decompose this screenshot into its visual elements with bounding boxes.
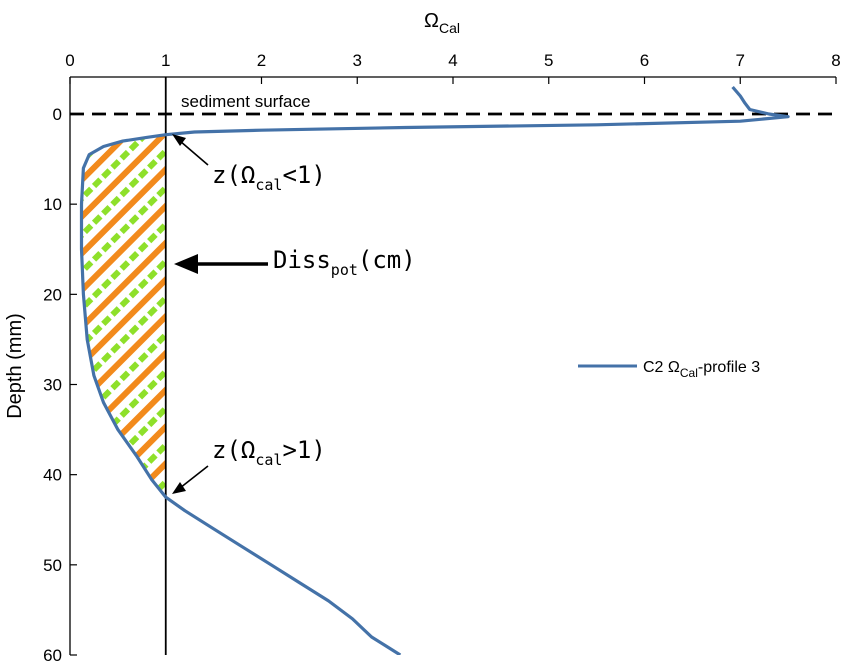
annotation-bottom-arrow	[179, 465, 209, 489]
x-tick-label: 3	[353, 51, 362, 70]
annotation-bottom-label: z(Ωcal>1)	[212, 436, 326, 469]
annotation-bottom: z(Ωcal>1)	[172, 436, 326, 494]
annotation-top-arrow	[179, 140, 209, 166]
x-tick-label: 2	[257, 51, 266, 70]
annotation-top: z(Ωcal<1)	[172, 134, 326, 194]
y-tick-label: 10	[43, 195, 62, 214]
y-axis-title: Depth (mm)	[4, 313, 26, 419]
x-tick-label: 4	[448, 51, 457, 70]
legend: C2 ΩCal-profile 3	[578, 359, 760, 380]
annotation-diss-label: Disspot(cm)	[273, 246, 416, 279]
legend-label: C2 ΩCal-profile 3	[643, 359, 760, 380]
x-tick-label: 7	[736, 51, 745, 70]
x-tick-label: 6	[640, 51, 649, 70]
y-ticks: 0 10 20 30 40 50 60	[43, 105, 77, 665]
annotation-diss: Disspot(cm)	[174, 246, 416, 279]
profile-line	[79, 85, 790, 655]
y-tick-label: 20	[43, 285, 62, 304]
annotation-diss-arrowhead	[174, 254, 198, 274]
sediment-surface-label: sediment surface	[181, 92, 310, 111]
dissolution-shaded-region	[81, 134, 166, 498]
y-tick-label: 30	[43, 376, 62, 395]
y-tick-label: 40	[43, 466, 62, 485]
x-ticks: 0 1 2 3 4 5 6 7 8	[65, 51, 841, 84]
x-axis-title: ΩCal	[424, 10, 460, 36]
x-tick-label: 1	[161, 51, 170, 70]
y-tick-label: 50	[43, 556, 62, 575]
x-tick-label: 0	[65, 51, 74, 70]
annotation-top-label: z(Ωcal<1)	[212, 161, 326, 194]
x-tick-label: 5	[544, 51, 553, 70]
x-tick-label: 8	[831, 51, 840, 70]
y-tick-label: 0	[53, 105, 62, 124]
y-tick-label: 60	[43, 646, 62, 665]
annotation-top-arrowhead	[172, 134, 186, 146]
annotation-bottom-arrowhead	[172, 482, 186, 494]
